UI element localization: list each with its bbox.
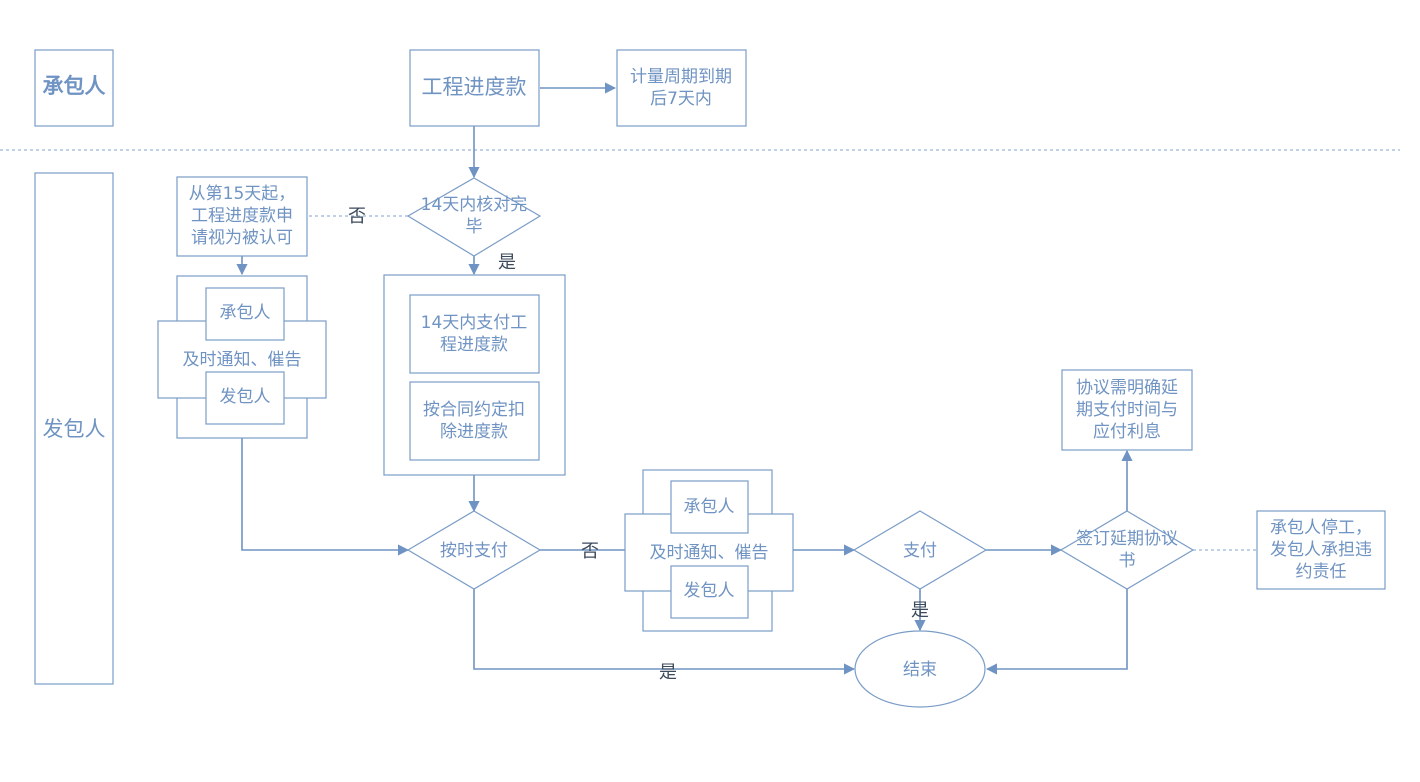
svg-text:请视为被认可: 请视为被认可 <box>191 228 293 248</box>
svg-text:后7天内: 后7天内 <box>650 89 712 109</box>
node-verify14-diamond: 14天内核对完 毕 <box>406 177 542 257</box>
node-delay-agreement: 协议需明确延 期支付时间与 应付利息 <box>1061 369 1193 451</box>
node-pay-group: 14天内支付工 程进度款 按合同约定扣 除进度款 <box>383 274 566 476</box>
node-notify-group-2: 承包人 及时通知、催告 发包人 <box>624 469 794 632</box>
edge-notify-to-ontime <box>241 438 410 556</box>
node-pay-on-time-diamond: 按时支付 <box>406 510 542 590</box>
node-pay-diamond: 支付 <box>852 510 988 590</box>
node-progress-payment: 工程进度款 <box>409 49 540 127</box>
svg-text:工程进度款: 工程进度款 <box>422 75 527 99</box>
svg-text:结束: 结束 <box>903 660 937 680</box>
svg-text:承包人停工，: 承包人停工， <box>1270 518 1372 538</box>
notify2-employer: 发包人 <box>684 581 735 601</box>
label-verify-no: 否 <box>348 206 366 227</box>
svg-text:计量周期到期: 计量周期到期 <box>630 67 732 87</box>
node-stop-work: 承包人停工， 发包人承担违 约责任 <box>1256 510 1386 590</box>
svg-text:从第15天起，: 从第15天起， <box>189 184 296 204</box>
node-end: 结束 <box>854 630 986 708</box>
svg-text:14天内核对完: 14天内核对完 <box>421 195 528 215</box>
svg-text:毕: 毕 <box>466 217 483 237</box>
node-notify-group-1: 承包人 及时通知、催告 发包人 <box>157 275 327 439</box>
edge-sign-to-end <box>985 589 1128 675</box>
notify2-contractor: 承包人 <box>684 497 735 517</box>
node-sign-delay-diamond: 签订延期协议 书 <box>1059 510 1195 590</box>
notify1-text: 及时通知、催告 <box>183 350 302 370</box>
svg-text:约责任: 约责任 <box>1296 562 1347 582</box>
lane-employer-label: 发包人 <box>43 417 106 441</box>
label-ontime-no: 否 <box>581 541 599 562</box>
notify2-text: 及时通知、催告 <box>650 543 769 563</box>
svg-text:签订延期协议: 签订延期协议 <box>1076 529 1178 549</box>
lane-contractor: 承包人 <box>34 49 114 127</box>
edge-ontime-yes <box>473 589 856 675</box>
lane-contractor-label: 承包人 <box>43 74 106 98</box>
node-deemed-approved: 从第15天起， 工程进度款申 请视为被认可 <box>176 176 308 257</box>
svg-text:期支付时间与: 期支付时间与 <box>1076 400 1178 420</box>
svg-text:应付利息: 应付利息 <box>1093 422 1161 442</box>
svg-text:书: 书 <box>1119 551 1136 571</box>
svg-text:协议需明确延: 协议需明确延 <box>1076 378 1178 398</box>
notify1-employer: 发包人 <box>220 387 271 407</box>
pay14-line1: 14天内支付工 <box>421 313 528 333</box>
node-period-note: 计量周期到期 后7天内 <box>616 49 747 127</box>
label-pay-yes: 是 <box>911 600 929 621</box>
svg-text:发包人承担违: 发包人承担违 <box>1270 540 1372 560</box>
svg-text:按时支付: 按时支付 <box>440 541 508 561</box>
deduct-line2: 除进度款 <box>440 422 508 442</box>
label-ontime-yes: 是 <box>659 662 677 683</box>
label-verify-yes: 是 <box>498 252 516 273</box>
notify1-contractor: 承包人 <box>220 303 271 323</box>
deduct-line1: 按合同约定扣 <box>423 400 525 420</box>
pay14-line2: 程进度款 <box>440 335 508 355</box>
lane-employer: 发包人 <box>34 172 114 685</box>
svg-text:支付: 支付 <box>903 541 937 561</box>
svg-text:工程进度款申: 工程进度款申 <box>191 206 293 226</box>
